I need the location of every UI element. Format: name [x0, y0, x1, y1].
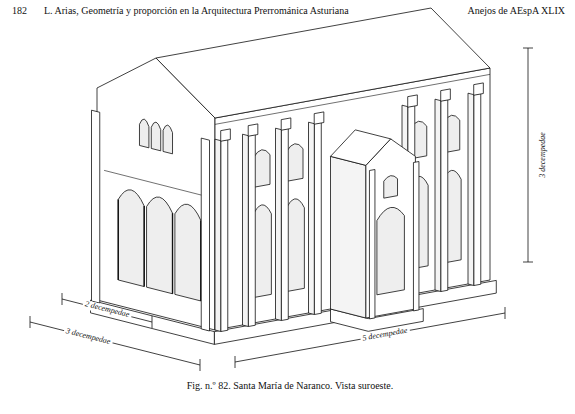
- dimension-line: [152, 316, 153, 328]
- upper-window: [287, 144, 304, 182]
- dimension-line: [30, 316, 31, 328]
- dimension-line: [62, 299, 152, 322]
- buttress-side: [435, 99, 441, 291]
- column: [172, 213, 173, 294]
- porch-side: [331, 156, 366, 318]
- dimension-label: 3 decempedae: [539, 130, 548, 180]
- dimension-line: [235, 313, 505, 362]
- buttress: [441, 99, 448, 291]
- gable-window: [139, 119, 148, 148]
- porch-roof: [331, 130, 391, 166]
- dimension-line: [523, 48, 533, 49]
- porch-arch: [377, 207, 405, 294]
- buttress-capital: [281, 118, 291, 130]
- gable-window: [151, 122, 160, 151]
- string-course: [104, 170, 208, 196]
- buttress-side: [215, 139, 221, 331]
- gable-window: [163, 125, 172, 154]
- column: [118, 199, 119, 280]
- buttress-side: [243, 134, 249, 326]
- buttress: [201, 138, 209, 331]
- buttress: [314, 122, 321, 314]
- dimension-line: [523, 262, 533, 263]
- buttress: [281, 128, 288, 320]
- porch-front: [366, 139, 416, 318]
- dimension-line: [528, 48, 529, 262]
- buttress: [474, 93, 481, 285]
- running-header: 182: [12, 5, 27, 16]
- dimension-line: [62, 293, 63, 305]
- loggia-arch: [118, 190, 144, 287]
- buttress: [248, 134, 255, 326]
- column: [143, 206, 144, 287]
- upper-window: [254, 150, 271, 188]
- porch-window: [384, 176, 398, 199]
- figure-caption: Fig. n.º 82. Santa María de Naranco. Vis…: [187, 380, 393, 391]
- dimension-line: [505, 307, 506, 319]
- dimension-line: [235, 356, 236, 368]
- buttress: [221, 139, 228, 331]
- dimension-label: 3 decempedae: [63, 327, 113, 348]
- buttress: [92, 110, 100, 303]
- loggia-arch: [147, 197, 173, 294]
- buttress-capital: [314, 112, 324, 124]
- dimension-line: [200, 359, 201, 371]
- loggia-arch: [175, 204, 201, 301]
- buttress-side: [468, 93, 474, 285]
- running-header: L. Arias, Geometría y proporción en la A…: [44, 5, 349, 16]
- buttress-side: [309, 122, 315, 314]
- dimension-line: [30, 322, 200, 365]
- buttress-capital: [408, 95, 418, 107]
- buttress: [369, 170, 375, 319]
- buttress-capital: [474, 83, 484, 95]
- running-header: Anejos de AEspA XLIX: [468, 5, 566, 16]
- buttress-side: [276, 128, 282, 320]
- buttress: [413, 162, 419, 311]
- buttress-capital: [441, 89, 451, 101]
- buttress-capital: [221, 129, 231, 141]
- buttress-capital: [248, 124, 258, 136]
